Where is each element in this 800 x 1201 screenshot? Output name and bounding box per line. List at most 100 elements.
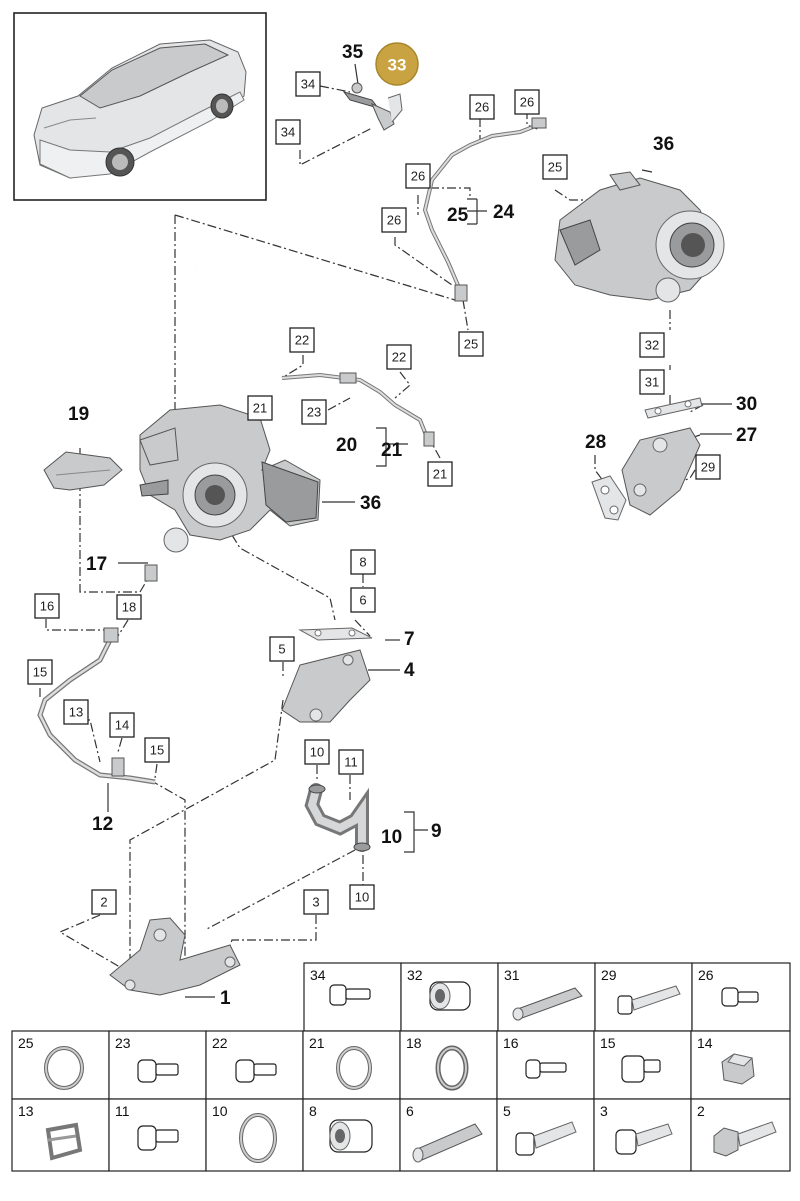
callout-23[interactable]: 23 bbox=[301, 399, 327, 425]
callout-32[interactable]: 32 bbox=[639, 332, 665, 358]
callout-26c[interactable]: 26 bbox=[405, 163, 431, 189]
grid-cell-2[interactable]: 2 bbox=[690, 1098, 791, 1172]
label-7: 7 bbox=[404, 629, 415, 650]
grid-cell-5[interactable]: 5 bbox=[496, 1098, 595, 1172]
svg-text:25: 25 bbox=[548, 160, 562, 175]
svg-text:26: 26 bbox=[387, 213, 401, 228]
grid-cell-29[interactable]: 29 bbox=[594, 962, 693, 1032]
grid-cell-11[interactable]: 11 bbox=[108, 1098, 207, 1172]
callout-10b[interactable]: 10 bbox=[349, 884, 375, 910]
dowel-pin-icon bbox=[512, 987, 583, 1021]
sealing-ring-icon bbox=[239, 1113, 277, 1163]
bolt-icon bbox=[137, 1125, 179, 1151]
flange-4 bbox=[281, 649, 371, 723]
svg-text:25: 25 bbox=[464, 337, 478, 352]
svg-text:26: 26 bbox=[411, 169, 425, 184]
grid-cell-26[interactable]: 26 bbox=[691, 962, 791, 1032]
grid-cell-14[interactable]: 14 bbox=[690, 1030, 791, 1100]
svg-text:10: 10 bbox=[310, 745, 324, 760]
svg-text:32: 32 bbox=[645, 338, 659, 353]
callout-6[interactable]: 6 bbox=[350, 587, 376, 613]
svg-text:21: 21 bbox=[309, 1035, 325, 1051]
grid-cell-31[interactable]: 31 bbox=[497, 962, 596, 1032]
sensor-part-35 bbox=[342, 82, 403, 131]
gasket-28 bbox=[591, 475, 627, 521]
label-17: 17 bbox=[86, 554, 107, 575]
dowel-pin-icon bbox=[412, 1123, 483, 1163]
grid-cell-13[interactable]: 13 bbox=[11, 1098, 110, 1172]
label-27: 27 bbox=[736, 425, 757, 446]
grid-cell-3[interactable]: 3 bbox=[593, 1098, 692, 1172]
label-25: 25 bbox=[447, 205, 469, 226]
svg-text:23: 23 bbox=[115, 1035, 131, 1051]
callout-2[interactable]: 2 bbox=[91, 889, 117, 915]
svg-text:11: 11 bbox=[115, 1103, 130, 1119]
svg-text:33: 33 bbox=[388, 56, 407, 75]
callout-22a[interactable]: 22 bbox=[289, 327, 315, 353]
callout-25b[interactable]: 25 bbox=[458, 331, 484, 357]
oil-line-20 bbox=[281, 372, 435, 447]
callout-26d[interactable]: 26 bbox=[381, 207, 407, 233]
svg-text:26: 26 bbox=[475, 100, 489, 115]
callout-22b[interactable]: 22 bbox=[386, 344, 412, 370]
callout-34b[interactable]: 34 bbox=[275, 119, 301, 145]
callout-11[interactable]: 11 bbox=[338, 749, 364, 775]
grid-cell-10[interactable]: 10 bbox=[205, 1098, 304, 1172]
bolt-icon bbox=[621, 1055, 661, 1083]
svg-text:22: 22 bbox=[392, 350, 406, 365]
svg-text:22: 22 bbox=[295, 333, 309, 348]
highlighted-part-33[interactable]: 33 bbox=[375, 42, 419, 86]
callout-8[interactable]: 8 bbox=[350, 549, 376, 575]
callout-34a[interactable]: 34 bbox=[295, 71, 321, 97]
bolt-icon bbox=[137, 1059, 179, 1083]
svg-text:6: 6 bbox=[359, 593, 366, 608]
callout-3[interactable]: 3 bbox=[303, 889, 329, 915]
vehicle-thumbnail bbox=[13, 12, 267, 201]
grid-cell-8[interactable]: 8 bbox=[302, 1098, 401, 1172]
grid-cell-23[interactable]: 23 bbox=[108, 1030, 207, 1100]
svg-text:25: 25 bbox=[18, 1035, 34, 1051]
svg-text:32: 32 bbox=[407, 967, 423, 983]
label-21: 21 bbox=[381, 440, 403, 461]
grid-cell-15[interactable]: 15 bbox=[593, 1030, 692, 1100]
callout-18[interactable]: 18 bbox=[116, 594, 142, 620]
callout-29[interactable]: 29 bbox=[695, 454, 721, 480]
callout-31[interactable]: 31 bbox=[639, 369, 665, 395]
grid-cell-25[interactable]: 25 bbox=[11, 1030, 110, 1100]
gasket-7 bbox=[298, 627, 373, 641]
svg-text:8: 8 bbox=[359, 555, 366, 570]
grid-cell-21[interactable]: 21 bbox=[302, 1030, 401, 1100]
callout-25a[interactable]: 25 bbox=[542, 154, 568, 180]
callout-16[interactable]: 16 bbox=[34, 593, 60, 619]
bracket-27 bbox=[621, 427, 701, 516]
callout-26a[interactable]: 26 bbox=[469, 94, 495, 120]
callout-5[interactable]: 5 bbox=[269, 636, 295, 662]
callout-15a[interactable]: 15 bbox=[27, 659, 53, 685]
callout-26b[interactable]: 26 bbox=[514, 89, 540, 115]
grid-cell-34[interactable]: 34 bbox=[303, 962, 402, 1032]
grid-cell-18[interactable]: 18 bbox=[399, 1030, 498, 1100]
callout-15b[interactable]: 15 bbox=[144, 737, 170, 763]
callout-14[interactable]: 14 bbox=[109, 712, 135, 738]
hex-nut-icon bbox=[721, 1053, 755, 1085]
svg-text:29: 29 bbox=[601, 967, 617, 983]
heat-shield-19 bbox=[43, 451, 123, 491]
grid-cell-22[interactable]: 22 bbox=[205, 1030, 304, 1100]
grid-cell-16[interactable]: 16 bbox=[496, 1030, 595, 1100]
svg-text:8: 8 bbox=[309, 1103, 317, 1119]
label-19: 19 bbox=[68, 404, 89, 425]
callout-21a[interactable]: 21 bbox=[247, 395, 273, 421]
svg-text:16: 16 bbox=[40, 599, 54, 614]
callout-13[interactable]: 13 bbox=[63, 699, 89, 725]
label-24: 24 bbox=[493, 202, 515, 223]
svg-text:16: 16 bbox=[503, 1035, 519, 1051]
label-30: 30 bbox=[736, 394, 757, 415]
long-bolt-icon bbox=[617, 985, 681, 1015]
callout-10a[interactable]: 10 bbox=[304, 739, 330, 765]
callout-21b[interactable]: 21 bbox=[427, 461, 453, 487]
svg-text:18: 18 bbox=[406, 1035, 422, 1051]
fitting-17 bbox=[144, 564, 158, 582]
grid-cell-6[interactable]: 6 bbox=[399, 1098, 498, 1172]
grid-cell-32[interactable]: 32 bbox=[400, 962, 499, 1032]
label-20: 20 bbox=[336, 435, 357, 456]
